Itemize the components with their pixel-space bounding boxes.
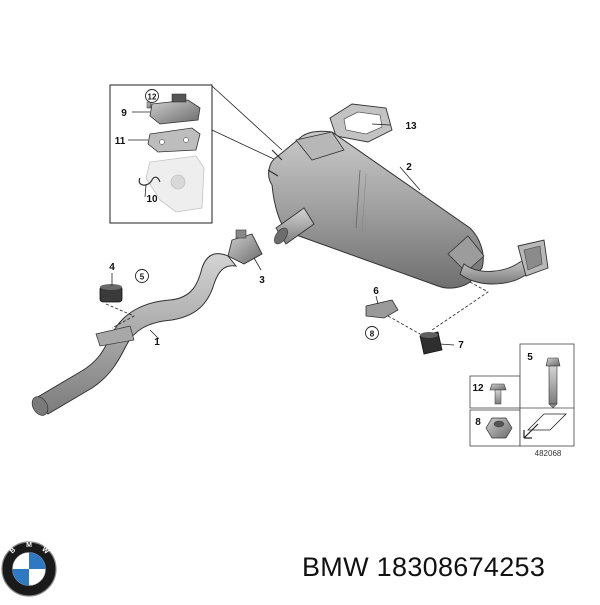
callout-10: 10 — [146, 194, 158, 205]
screw-icon — [489, 383, 507, 405]
clip-part-10 — [138, 176, 161, 186]
direction-arrow-icon — [523, 413, 567, 439]
legend-label-12: 12 — [472, 383, 484, 394]
callout-8: 8 — [370, 330, 375, 339]
bracket-part-11 — [147, 127, 201, 153]
callout-13: 13 — [405, 121, 417, 132]
bmw-logo: B M W — [1, 541, 57, 597]
legend-label-8: 8 — [475, 417, 481, 428]
rear-muffler-part-2 — [267, 130, 549, 289]
front-pipe-part-1 — [31, 253, 238, 416]
rubber-mount-part-7 — [419, 331, 443, 355]
callout-1: 1 — [154, 337, 160, 348]
rubber-mount-part-4 — [99, 284, 123, 303]
mounting-dash-lines — [105, 281, 489, 335]
callout-9: 9 — [121, 108, 127, 119]
callout-4: 4 — [109, 262, 115, 273]
fastener-legend: 5 12 8 482068 — [469, 343, 575, 458]
callout-7: 7 — [458, 340, 464, 351]
callout-12: 12 — [148, 93, 157, 102]
callout-leaders — [111, 111, 455, 346]
callout-circles — [135, 89, 379, 340]
screw-part-12-inset — [146, 101, 152, 109]
callout-2: 2 — [406, 162, 412, 173]
inset-leader-lines — [211, 85, 283, 161]
bmw-logo-letter-b: B — [9, 547, 17, 556]
part-number-caption: BMW 18308674253 — [302, 552, 546, 582]
legend-label-5: 5 — [527, 352, 533, 363]
callout-3: 3 — [259, 275, 265, 286]
diagram-ref-number: 482068 — [535, 449, 562, 458]
hanger-bracket-part-6 — [365, 299, 399, 319]
bmw-logo-letter-w: W — [40, 546, 50, 556]
callout-11: 11 — [115, 136, 126, 147]
bolt-icon — [545, 357, 561, 409]
muffler-ghost-inset — [145, 155, 205, 213]
callout-numbers: 1 2 3 4 5 6 7 8 9 10 11 12 13 — [109, 93, 464, 352]
clamp-part-3 — [227, 229, 263, 265]
callout-6: 6 — [373, 286, 379, 297]
trim-frame-part-13 — [329, 103, 393, 143]
bmw-logo-letter-m: M — [26, 542, 32, 549]
callout-5: 5 — [140, 273, 145, 282]
nut-icon — [485, 417, 513, 439]
actuator-part-9 — [149, 93, 201, 125]
